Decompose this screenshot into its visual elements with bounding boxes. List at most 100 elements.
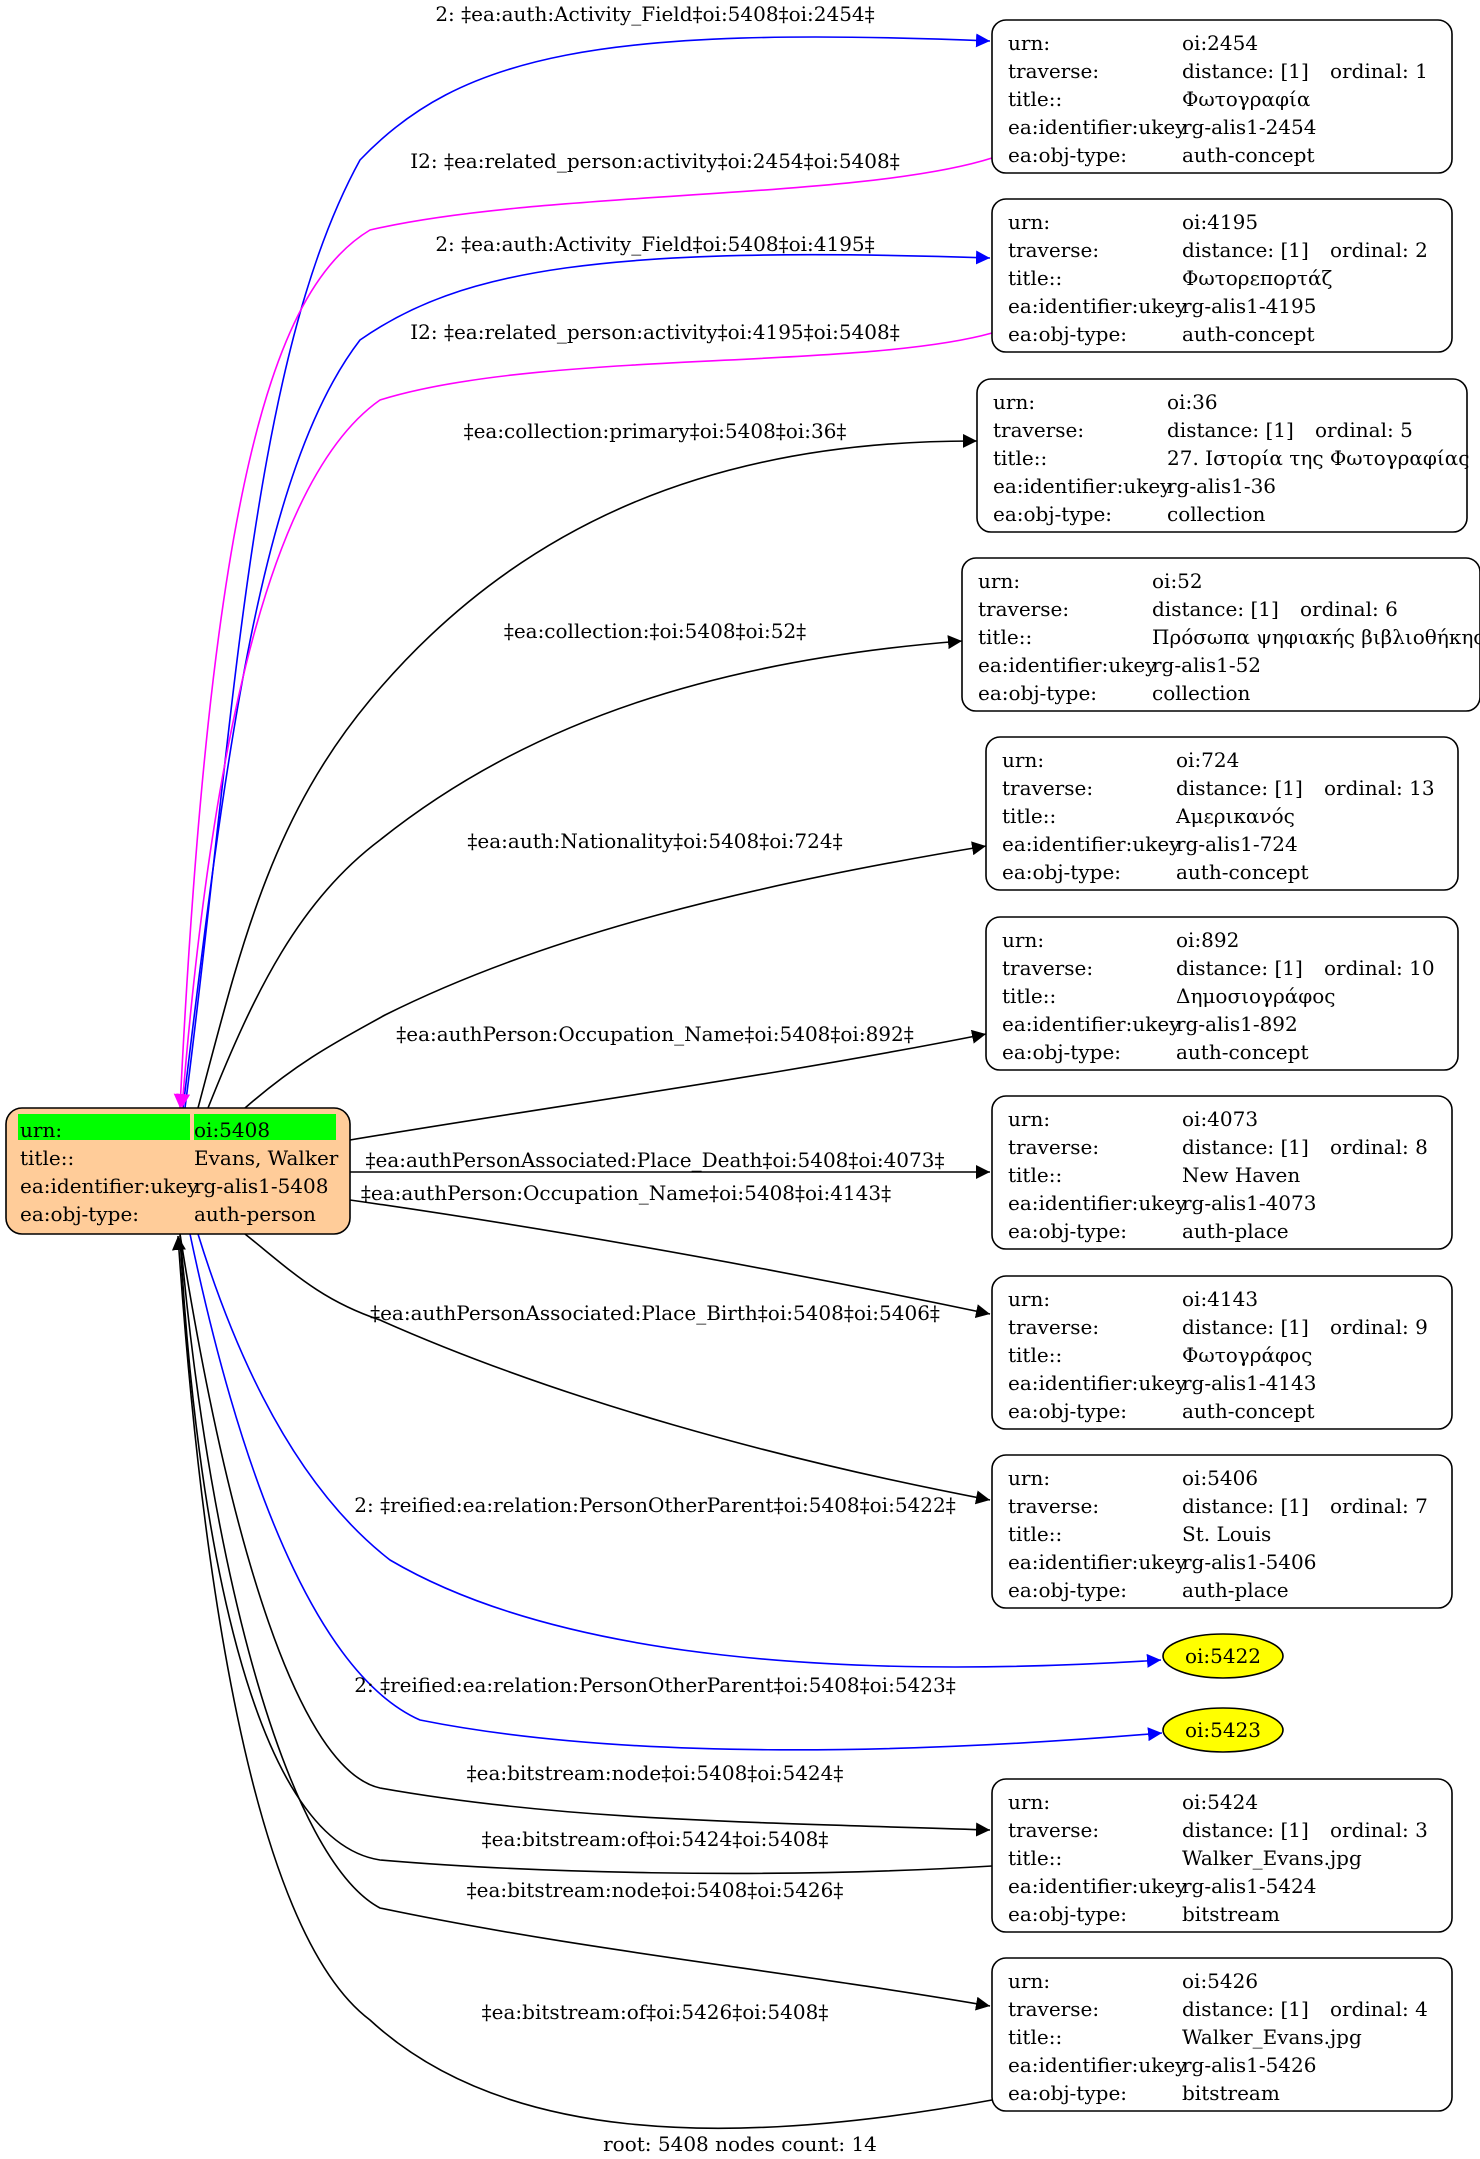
field-value: Walker_Evans.jpg [1182,2025,1362,2049]
field-key: ea:obj-type: [1002,860,1121,884]
field-value: Φωτορεπορτάζ [1182,266,1332,290]
node-card-border [961,557,1480,712]
ellipse-node[interactable]: oi:5422 [1162,1633,1284,1679]
field-key: traverse: [993,418,1084,442]
edge-label: 2: ‡reified:ea:relation:PersonOtherParen… [354,1493,955,1517]
field-ordinal: ordinal: 6 [1300,597,1398,621]
node-card-border [991,1454,1453,1609]
field-value: Φωτογράφος [1182,1343,1312,1367]
field-key: urn: [1002,748,1044,772]
field-value: oi:5424 [1182,1790,1258,1814]
edge: I2: ‡ea:related_person:activity‡oi:2454‡… [173,149,993,1109]
edge-label: I2: ‡ea:related_person:activity‡oi:2454‡… [410,149,899,173]
field-key: ea:identifier:ukey [1008,1550,1187,1574]
ellipse-node[interactable]: oi:5423 [1162,1707,1284,1753]
field-key: title:: [1008,1522,1062,1546]
field-key: urn: [993,390,1035,414]
field-value: distance: [1] [1176,776,1303,800]
field-key: ea:obj-type: [993,502,1112,526]
field-value: distance: [1] [1182,1494,1309,1518]
field-key: traverse: [1008,59,1099,83]
root-field-key: urn: [20,1118,62,1142]
field-key: ea:obj-type: [1008,143,1127,167]
field-key: traverse: [1008,1135,1099,1159]
field-value: oi:5406 [1182,1466,1258,1490]
edge: ‡ea:authPersonAssociated:Place_Death‡oi:… [350,1148,990,1179]
edge: 2: ‡reified:ea:relation:PersonOtherParen… [197,1233,1162,1668]
edge-path [244,1233,991,1505]
field-key: ea:identifier:ukey [1008,1371,1187,1395]
edge-path [189,1233,1163,1751]
field-value: oi:4195 [1182,210,1258,234]
edge-path [176,332,993,1109]
field-key: title:: [1008,1163,1062,1187]
node-card-border [991,19,1453,174]
edge-label: 2: ‡ea:auth:Activity_Field‡oi:5408‡oi:41… [435,232,874,256]
edge: ‡ea:authPerson:Occupation_Name‡oi:5408‡o… [349,1022,987,1141]
field-key: urn: [1008,1287,1050,1311]
edge: ‡ea:collection:primary‡oi:5408‡oi:36‡ [197,419,978,1109]
field-key: ea:identifier:ukey [1002,1012,1181,1036]
field-ordinal: ordinal: 4 [1330,1997,1428,2021]
field-value: 27. Ιστορία της Φωτογραφίας [1167,446,1469,470]
field-key: traverse: [1008,1315,1099,1339]
field-value: Φωτογραφία [1182,87,1310,111]
field-value: collection [1152,681,1251,705]
field-ordinal: ordinal: 7 [1330,1494,1428,1518]
edge: ‡ea:authPersonAssociated:Place_Birth‡oi:… [244,1233,991,1505]
edge: ‡ea:bitstream:of‡oi:5426‡oi:5408‡ [171,1235,993,2130]
edge-path [184,33,991,1109]
field-value: distance: [1] [1182,1135,1309,1159]
field-key: ea:obj-type: [1002,1040,1121,1064]
field-ordinal: ordinal: 1 [1330,59,1428,83]
field-key: ea:identifier:ukey [1008,1191,1187,1215]
field-key: ea:obj-type: [1008,1902,1127,1926]
edge-path [197,1233,1162,1668]
field-ordinal: ordinal: 13 [1324,776,1435,800]
edge: I2: ‡ea:related_person:activity‡oi:4195‡… [176,320,993,1109]
edge-path [179,1233,991,1837]
field-key: traverse: [1008,1818,1099,1842]
field-value: auth-concept [1176,1040,1308,1064]
field-key: ea:identifier:ukey [993,474,1172,498]
field-value: rg-alis1-4073 [1182,1191,1316,1215]
field-value: bitstream [1182,1902,1280,1926]
field-value: New Haven [1182,1163,1300,1187]
edge-path [197,433,978,1109]
footer-caption: root: 5408 nodes count: 14 [603,2132,877,2156]
edge-path [349,1029,987,1141]
field-value: rg-alis1-5424 [1182,1874,1316,1898]
field-key: urn: [1008,1969,1050,1993]
field-ordinal: ordinal: 9 [1330,1315,1428,1339]
node-card-border [991,1275,1453,1430]
field-value: rg-alis1-52 [1152,653,1261,677]
field-key: traverse: [978,597,1069,621]
edge: 2: ‡reified:ea:relation:PersonOtherParen… [189,1233,1163,1751]
edge: ‡ea:bitstream:node‡oi:5408‡oi:5424‡ [179,1233,991,1837]
field-key: traverse: [1008,1494,1099,1518]
edge: 2: ‡ea:auth:Activity_Field‡oi:5408‡oi:24… [184,2,991,1109]
field-key: title:: [1008,266,1062,290]
field-key: title:: [1002,804,1056,828]
field-key: title:: [993,446,1047,470]
field-value: auth-concept [1182,322,1314,346]
field-value: distance: [1] [1182,1315,1309,1339]
field-value: oi:2454 [1182,31,1258,55]
node-card-border [991,1095,1453,1250]
node-card-border [991,1778,1453,1933]
node-card-border [991,1957,1453,2112]
edge-path [349,1199,991,1318]
